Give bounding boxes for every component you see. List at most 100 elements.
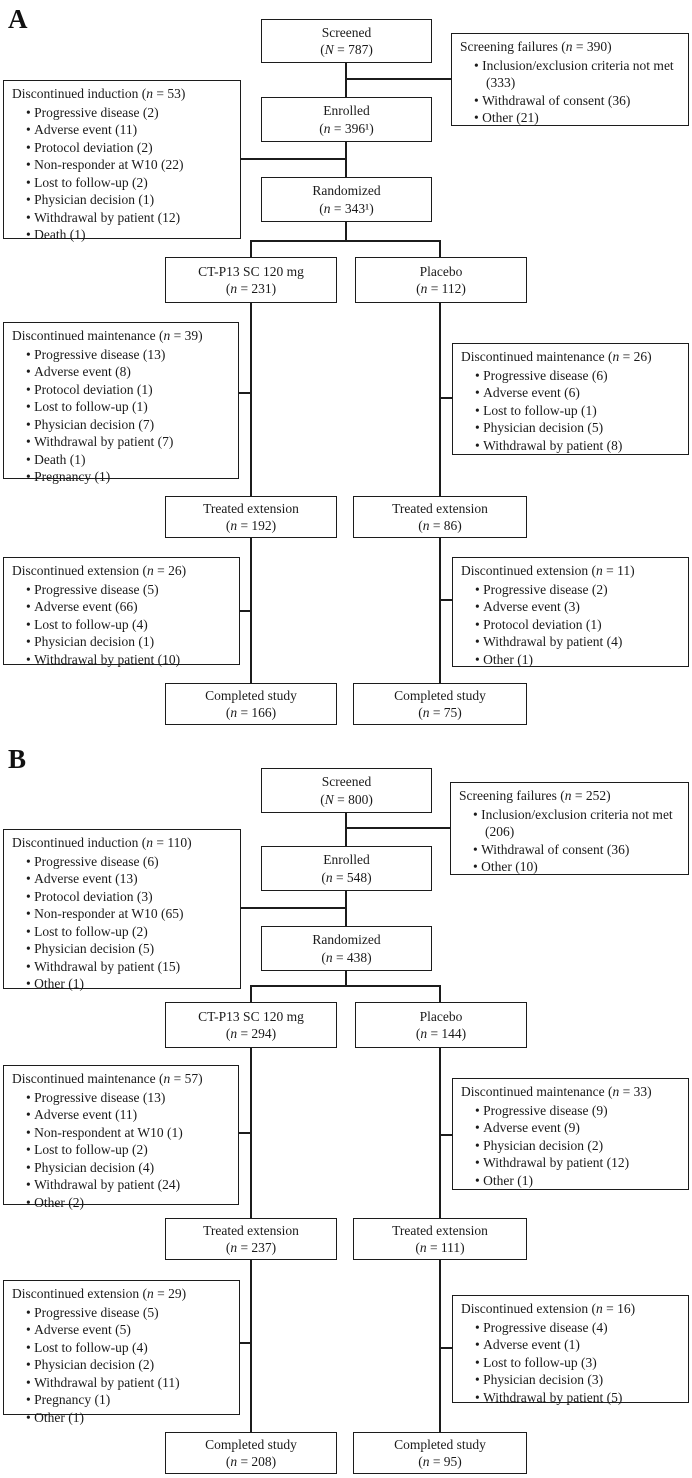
connector-line — [346, 827, 450, 829]
arm-ctp13-box: CT-P13 SC 120 mg (n = 294) — [165, 1002, 337, 1048]
reason-item: Physician decision (1) — [26, 191, 234, 209]
disc-extension-right-box: Discontinued extension (n = 16) Progress… — [452, 1295, 689, 1405]
discontinued-induction-box: Discontinued induction (n = 53) Progress… — [3, 80, 241, 242]
screened-line1: Screened — [321, 774, 372, 789]
treated-extension-left-count: (n = 237) — [225, 1240, 277, 1255]
treated-extension-right-box: Treated extension (n = 111) — [353, 1218, 527, 1260]
connector-line — [439, 538, 441, 683]
disc-maintenance-right-list: Progressive disease (9)Adverse event (9)… — [461, 1102, 682, 1190]
connector-line — [250, 240, 440, 242]
connector-line — [439, 985, 441, 1002]
reason-item: Adverse event (5) — [26, 1321, 233, 1339]
reason-item: Non-respondent at W10 (1) — [26, 1124, 232, 1142]
disc-maintenance-left-title: Discontinued maintenance (n = 39) — [12, 328, 203, 343]
randomized-line1: Randomized — [312, 932, 381, 947]
screening-failures-box: Screening failures (n = 390) Inclusion/e… — [451, 33, 689, 126]
discontinued-induction-title: Discontinued induction (n = 53) — [12, 86, 186, 101]
reason-item: Withdrawal by patient (5) — [475, 1389, 682, 1407]
randomized-line1: Randomized — [312, 183, 381, 198]
reason-item: Progressive disease (6) — [26, 853, 234, 871]
connector-line — [239, 1132, 251, 1134]
connector-line — [250, 985, 440, 987]
enrolled-line1: Enrolled — [323, 103, 370, 118]
disc-extension-right-title: Discontinued extension (n = 11) — [461, 563, 635, 578]
treated-extension-right-count: (n = 86) — [418, 518, 462, 533]
completed-study-right-count: (n = 95) — [418, 1454, 462, 1469]
reason-item: Other (1) — [475, 651, 682, 669]
connector-line — [346, 78, 451, 80]
completed-study-left-box: Completed study (n = 166) — [165, 683, 337, 725]
disc-maintenance-right-box: Discontinued maintenance (n = 26) Progre… — [452, 343, 689, 455]
connector-line — [240, 610, 251, 612]
reason-item: Adverse event (9) — [475, 1119, 682, 1137]
reason-item: Progressive disease (13) — [26, 1089, 232, 1107]
randomized-count: (n = 438) — [321, 949, 372, 965]
disc-extension-right-list: Progressive disease (2)Adverse event (3)… — [461, 581, 682, 669]
treated-extension-right-line1: Treated extension — [392, 500, 488, 516]
screened-count: (N = 787) — [320, 42, 373, 57]
connector-line — [250, 985, 252, 1002]
connector-line — [250, 538, 252, 683]
screening-failures-title: Screening failures (n = 252) — [459, 788, 611, 803]
reason-item: Lost to follow-up (1) — [26, 398, 232, 416]
treated-extension-left-box: Treated extension (n = 237) — [165, 1218, 337, 1260]
arm-placebo-line1: Placebo — [419, 263, 463, 279]
reason-item: Other (10) — [473, 858, 682, 876]
reason-item: Physician decision (1) — [26, 633, 233, 651]
reason-item: Withdrawal by patient (10) — [26, 651, 233, 669]
screening-failures-title: Screening failures (n = 390) — [460, 39, 612, 54]
reason-item: Pregnancy (1) — [26, 468, 232, 486]
connector-line — [241, 158, 346, 160]
disc-maintenance-left-list: Progressive disease (13)Adverse event (8… — [12, 346, 232, 486]
completed-study-right-line1: Completed study — [394, 687, 486, 703]
treated-extension-right-count: (n = 111) — [415, 1240, 465, 1255]
completed-study-left-box: Completed study (n = 208) — [165, 1432, 337, 1474]
reason-item: Adverse event (11) — [26, 1106, 232, 1124]
reason-item: Inclusion/exclusion criteria not met (20… — [473, 806, 682, 841]
reason-item: Physician decision (5) — [26, 940, 234, 958]
completed-study-right-box: Completed study (n = 75) — [353, 683, 527, 725]
discontinued-induction-list: Progressive disease (6)Adverse event (13… — [12, 853, 234, 993]
disc-maintenance-left-box: Discontinued maintenance (n = 39) Progre… — [3, 322, 239, 484]
discontinued-induction-title: Discontinued induction (n = 110) — [12, 835, 192, 850]
reason-item: Progressive disease (2) — [475, 581, 682, 599]
reason-item: Withdrawal of consent (36) — [473, 841, 682, 859]
reason-item: Lost to follow-up (1) — [475, 402, 682, 420]
disc-maintenance-right-box: Discontinued maintenance (n = 33) Progre… — [452, 1078, 689, 1190]
reason-item: Adverse event (1) — [475, 1336, 682, 1354]
disc-extension-right-title: Discontinued extension (n = 16) — [461, 1301, 636, 1316]
connector-line — [345, 813, 347, 846]
arm-ctp13-count: (n = 231) — [225, 281, 277, 296]
reason-item: Progressive disease (9) — [475, 1102, 682, 1120]
reason-item: Withdrawal by patient (4) — [475, 633, 682, 651]
randomized-count: (n = 343¹) — [319, 200, 374, 216]
reason-item: Physician decision (5) — [475, 419, 682, 437]
randomized-box: Randomized (n = 438) — [261, 926, 432, 971]
reason-item: Other (1) — [26, 975, 234, 993]
reason-item: Withdrawal by patient (15) — [26, 958, 234, 976]
reason-item: Other (1) — [475, 1172, 682, 1190]
connector-line — [345, 63, 347, 97]
treated-extension-right-line1: Treated extension — [392, 1222, 488, 1238]
disc-maintenance-left-list: Progressive disease (13)Adverse event (1… — [12, 1089, 232, 1212]
treated-extension-left-line1: Treated extension — [203, 1222, 299, 1238]
screening-failures-list: Inclusion/exclusion criteria not met (20… — [459, 806, 682, 876]
reason-item: Progressive disease (5) — [26, 1304, 233, 1322]
reason-item: Lost to follow-up (4) — [26, 616, 233, 634]
arm-placebo-count: (n = 112) — [416, 281, 466, 296]
arm-placebo-count: (n = 144) — [415, 1026, 467, 1041]
connector-line — [345, 971, 347, 986]
disc-extension-left-list: Progressive disease (5)Adverse event (66… — [12, 581, 233, 669]
reason-item: Pregnancy (1) — [26, 1391, 233, 1409]
reason-item: Other (21) — [474, 109, 682, 127]
reason-item: Non-responder at W10 (65) — [26, 905, 234, 923]
reason-item: Protocol deviation (1) — [475, 616, 682, 634]
screened-line1: Screened — [321, 24, 372, 40]
reason-item: Protocol deviation (2) — [26, 139, 234, 157]
disc-extension-left-title: Discontinued extension (n = 26) — [12, 563, 187, 578]
reason-item: Withdrawal by patient (12) — [26, 209, 234, 227]
connector-line — [439, 1048, 441, 1218]
panel-b-label: B — [8, 744, 27, 774]
connector-line — [250, 303, 252, 496]
disc-extension-left-box: Discontinued extension (n = 29) Progress… — [3, 1280, 240, 1425]
